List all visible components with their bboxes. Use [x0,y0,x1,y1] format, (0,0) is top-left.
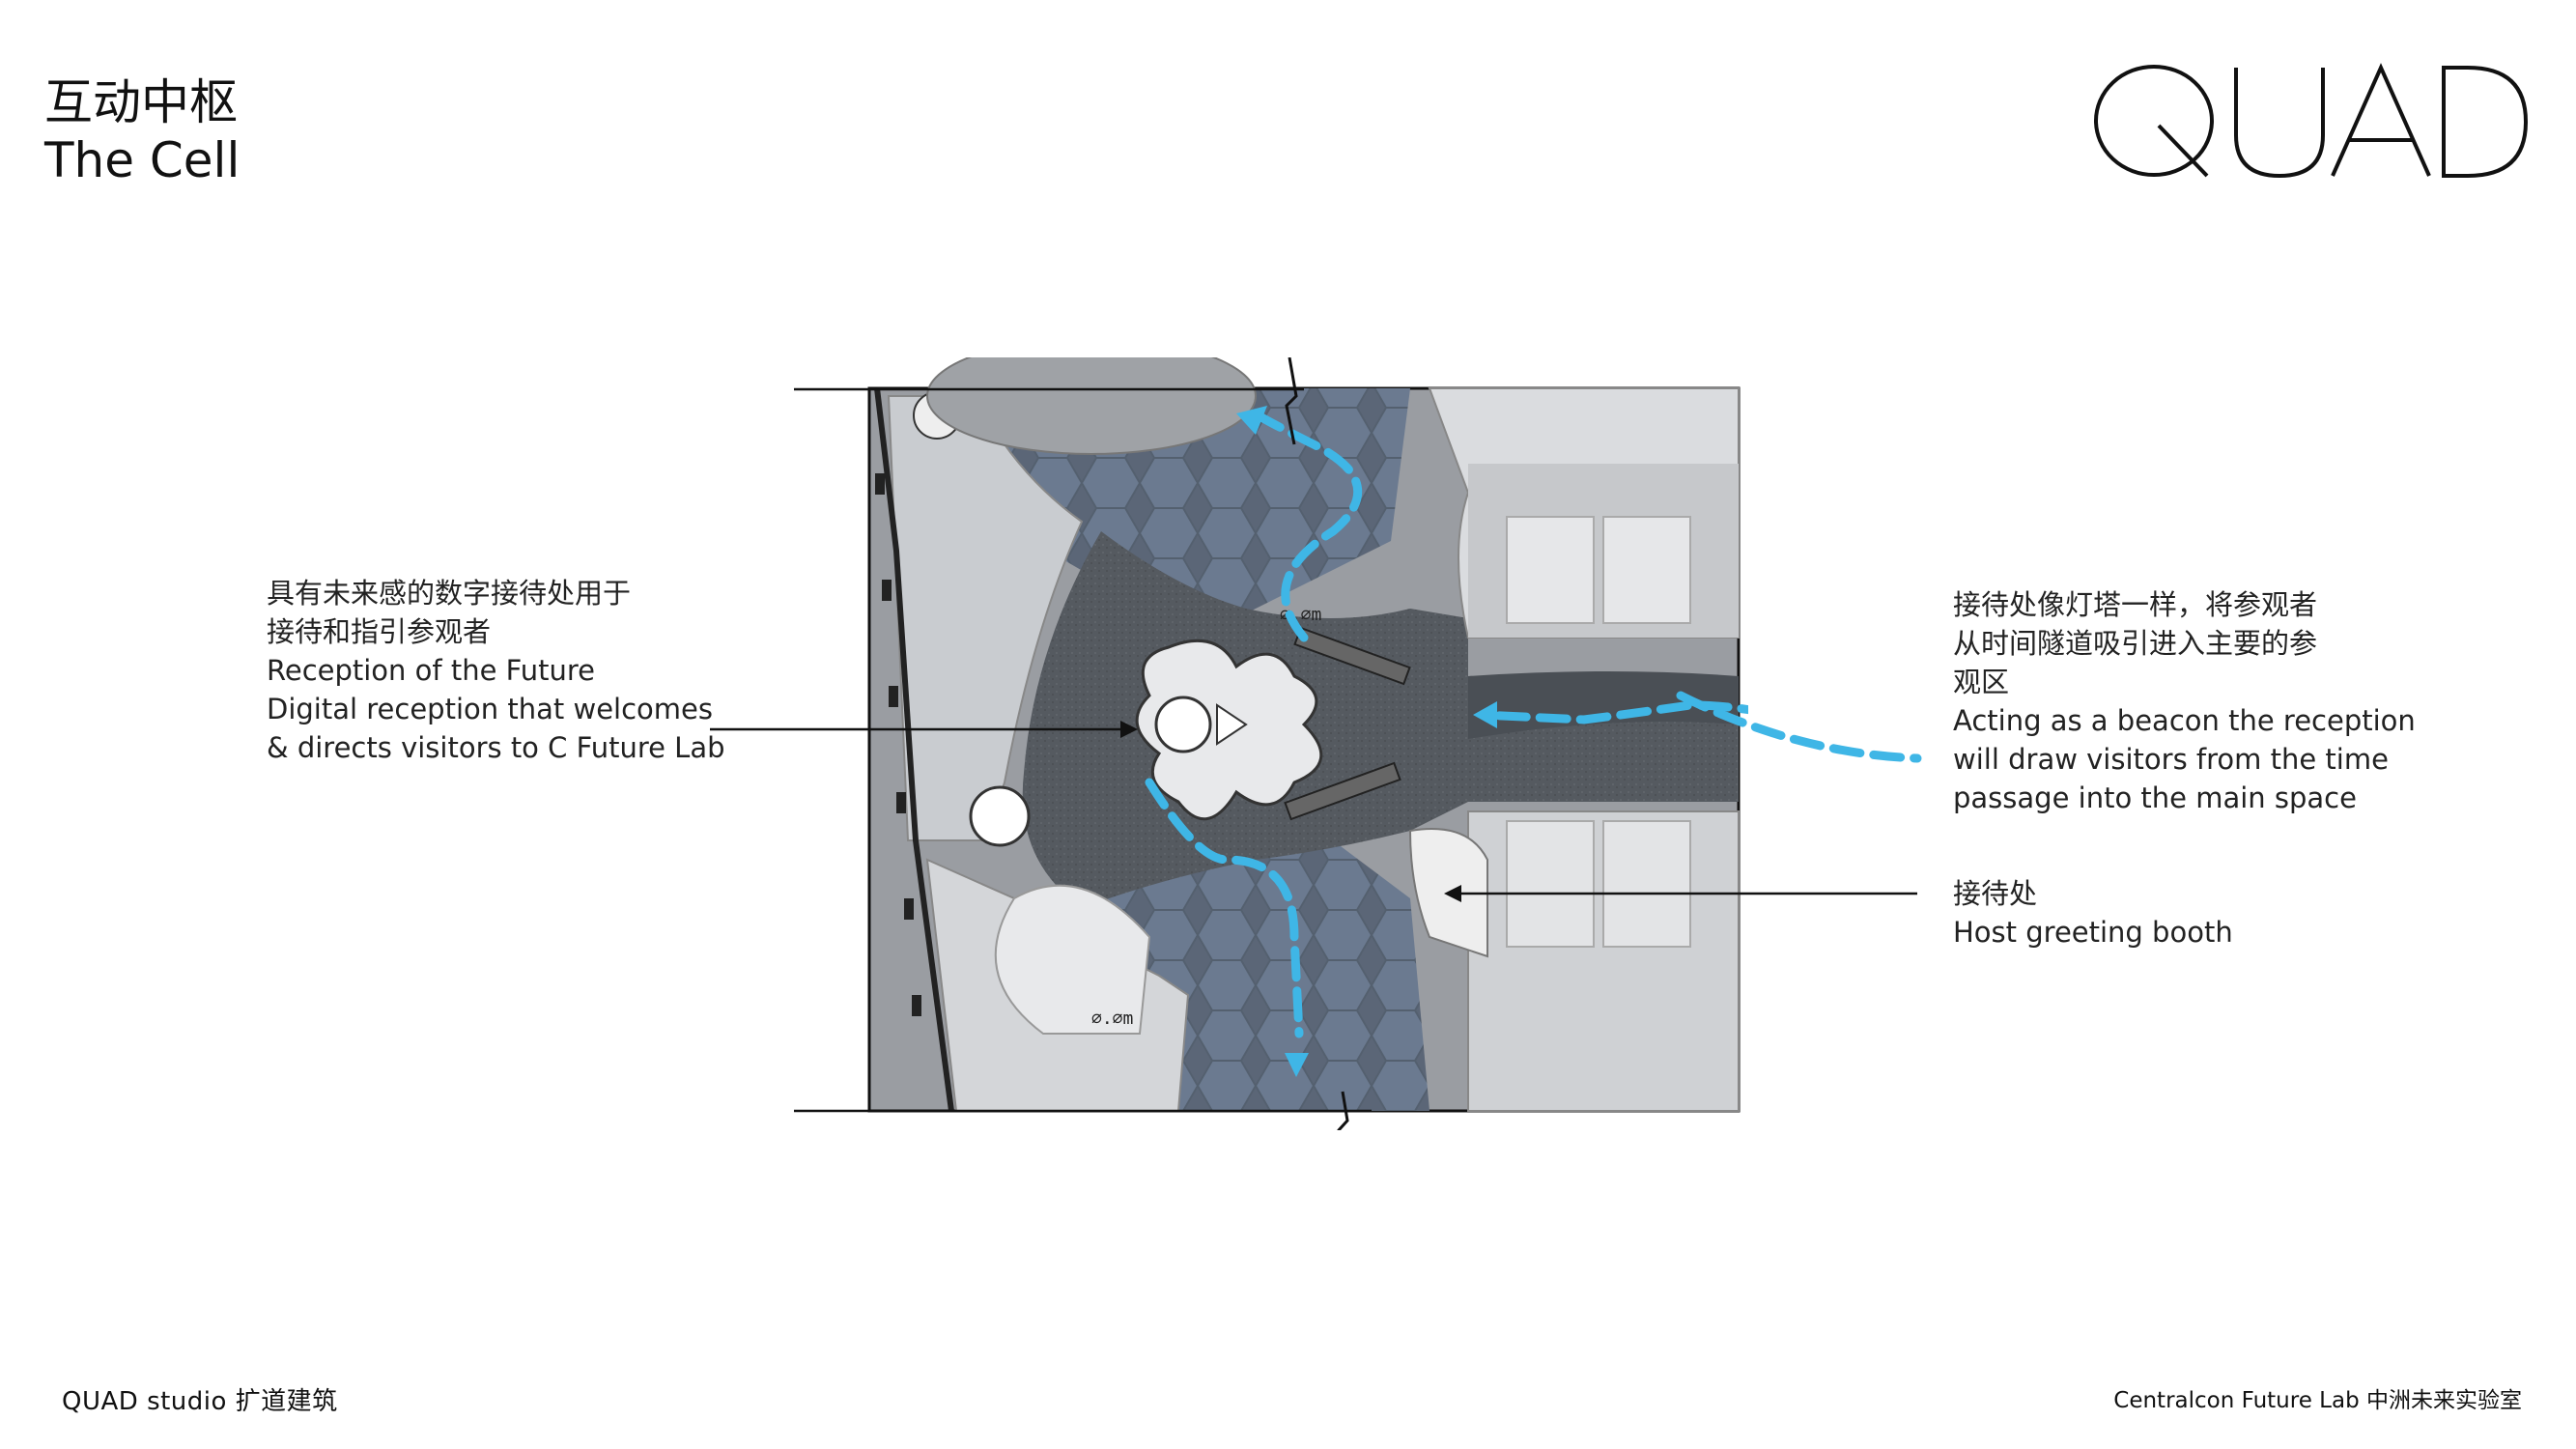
annotation-left-en-2: Digital reception that welcomes [267,693,713,725]
annotation-left-zh-2: 接待和指引参观者 [267,615,492,648]
quad-logo-mark [2094,63,2529,179]
annotation-right-top-zh-2: 从时间隧道吸引进入主要的参 [1953,627,2318,660]
left-callout-arrowhead [1120,721,1138,738]
annotation-right-bottom-en-1: Host greeting booth [1953,916,2233,949]
annotation-right-top-en-2: will draw visitors from the time [1953,743,2389,776]
annotation-beacon: 接待处像灯塔一样，将参观者 从时间隧道吸引进入主要的参 观区 Acting as… [1953,585,2416,817]
annotation-right-top-zh-1: 接待处像灯塔一样，将参观者 [1953,588,2318,621]
annotation-left-en-3: & directs visitors to C Future Lab [267,731,725,764]
footer-studio: QUAD studio 扩道建筑 [62,1387,338,1416]
annotation-reception-future: 具有未来感的数字接待处用于 接待和指引参观者 Reception of the … [267,574,725,767]
annotation-right-bottom-zh-1: 接待处 [1953,877,2038,910]
annotation-left-zh-1: 具有未来感的数字接待处用于 [267,577,632,610]
level-label-2: ⌀.⌀m [1091,1009,1133,1029]
annotation-right-top-en-1: Acting as a beacon the reception [1953,704,2416,737]
page-title-en: The Cell [44,132,241,188]
quad-logo [2086,58,2531,187]
annotation-host-booth: 接待处 Host greeting booth [1953,874,2233,952]
page-title-zh: 互动中枢 [44,74,238,130]
beacon-arrow-tail [1676,691,1922,763]
floor-plan-drawing: ⌀.⌀m ⌀.⌀m [867,337,1927,1160]
page-title: 互动中枢 The Cell [44,73,240,189]
floor-plan: ⌀.⌀m ⌀.⌀m [792,337,1927,1160]
right-callout-arrowhead [1444,885,1461,902]
annotation-right-top-en-3: passage into the main space [1953,781,2357,814]
footer-project: Centralcon Future Lab 中洲未来实验室 [2113,1388,2522,1413]
annotation-right-top-zh-3: 观区 [1953,666,2010,698]
annotation-left-en-1: Reception of the Future [267,654,595,687]
